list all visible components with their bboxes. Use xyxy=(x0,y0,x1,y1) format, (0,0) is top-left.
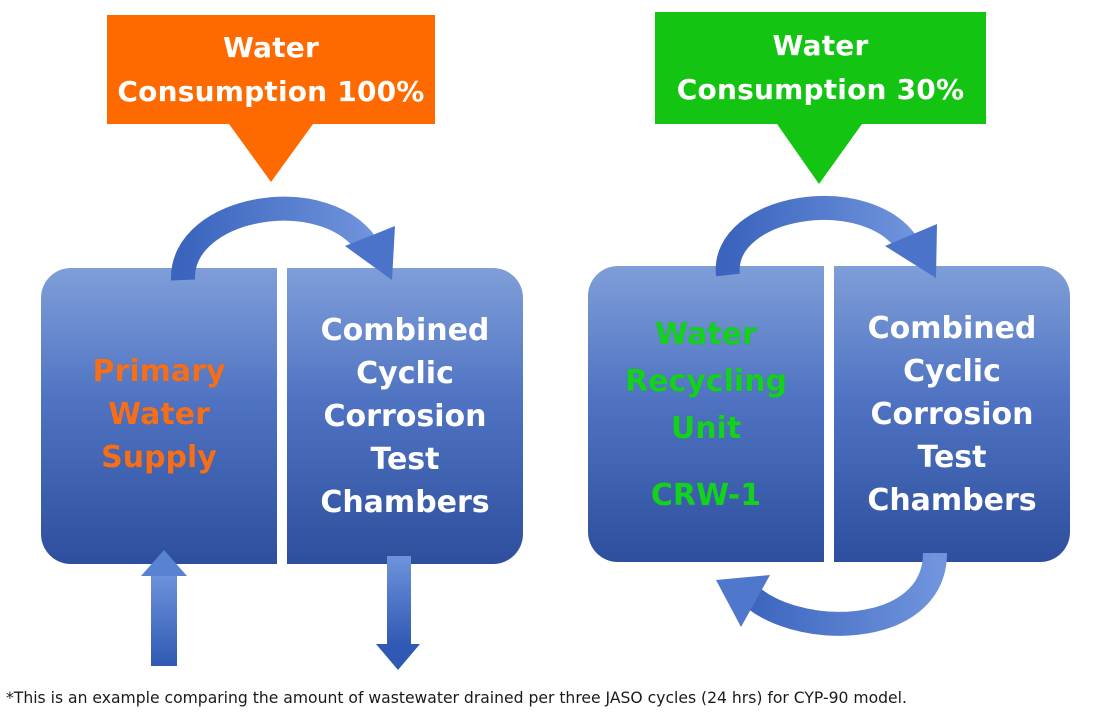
left-drain-down-arrow xyxy=(376,556,420,670)
left-top-curved-arrow xyxy=(171,196,395,281)
right-banner-line2: Consumption 30% xyxy=(676,73,965,106)
left-banner-line2: Consumption 100% xyxy=(117,74,425,108)
left-chambers-line5: Chambers xyxy=(320,484,490,520)
right-green-down-arrow xyxy=(777,124,862,184)
left-banner-line1: Water xyxy=(223,30,319,64)
right-banner-line1: Water xyxy=(772,29,869,62)
right-chambers-line4: Test xyxy=(917,439,987,475)
recycling-unit-line1: Water xyxy=(655,317,757,352)
left-inflow-up-arrow xyxy=(141,550,187,666)
right-chambers-line3: Corrosion xyxy=(870,396,1034,432)
left-chambers-line3: Corrosion xyxy=(323,398,487,434)
water-recycling-unit-panel: Water Recycling Unit CRW-1 xyxy=(588,266,824,562)
right-top-curved-arrow xyxy=(715,196,937,278)
right-consumption-banner: Water Consumption 30% xyxy=(655,12,986,124)
right-bottom-curved-arrow xyxy=(716,552,947,636)
recycling-unit-model: CRW-1 xyxy=(650,478,762,513)
primary-supply-line2: Water xyxy=(108,396,210,432)
right-chambers-line1: Combined xyxy=(867,310,1037,346)
right-chambers-line5: Chambers xyxy=(867,482,1037,518)
left-test-chambers-panel: Combined Cyclic Corrosion Test Chambers xyxy=(287,268,523,564)
primary-supply-line3: Supply xyxy=(101,439,217,475)
right-test-chambers-panel: Combined Cyclic Corrosion Test Chambers xyxy=(834,266,1070,562)
recycling-unit-line2: Recycling xyxy=(625,364,787,399)
left-chambers-line2: Cyclic xyxy=(356,355,454,391)
left-chambers-line1: Combined xyxy=(320,312,490,348)
primary-supply-line1: Primary xyxy=(92,353,226,389)
left-orange-down-arrow xyxy=(229,124,313,182)
right-chambers-line2: Cyclic xyxy=(903,353,1001,389)
primary-water-supply-panel: Primary Water Supply xyxy=(41,268,277,564)
footnote-text: *This is an example comparing the amount… xyxy=(6,689,907,707)
left-chambers-line4: Test xyxy=(370,441,440,477)
left-consumption-banner: Water Consumption 100% xyxy=(107,15,435,124)
recycling-unit-line3: Unit xyxy=(670,411,742,446)
